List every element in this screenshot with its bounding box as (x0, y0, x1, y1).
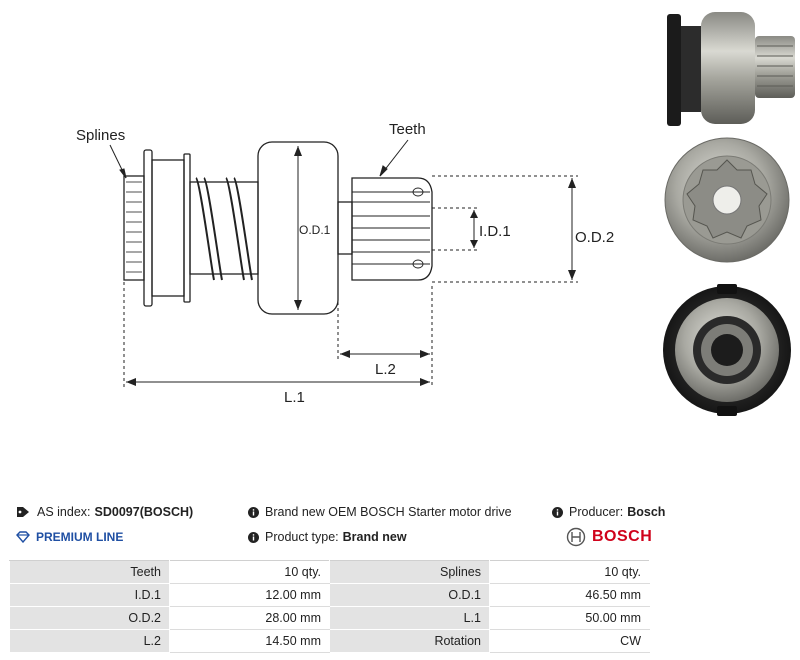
specs-table: Teeth 10 qty. Splines 10 qty. I.D.1 12.0… (9, 560, 650, 653)
spec-value: 50.00 mm (489, 606, 650, 630)
spec-value: 46.50 mm (489, 583, 650, 607)
neck (337, 201, 353, 255)
as-index-label: AS index: (37, 505, 91, 519)
pinion-teeth-lines (352, 187, 430, 269)
premium-line-label: PREMIUM LINE (36, 530, 124, 544)
spline-flange (143, 149, 153, 307)
premium-line-row: PREMIUM LINE (16, 530, 123, 544)
info-icon (248, 531, 259, 543)
tags-icon (16, 506, 31, 518)
od1-label: O.D.1 (299, 223, 331, 237)
product-type-row: Product type: Brand new (248, 530, 407, 544)
table-row: O.D.2 28.00 mm L.1 50.00 mm (9, 606, 650, 630)
teeth-label: Teeth (389, 121, 426, 138)
producer-label: Producer: (569, 505, 624, 519)
table-row: Teeth 10 qty. Splines 10 qty. (9, 560, 650, 584)
pinion (351, 177, 433, 281)
spline-hub (123, 175, 145, 281)
spec-key: Splines (329, 560, 490, 584)
as-index-row: AS index: SD0097(BOSCH) (16, 505, 193, 519)
producer-row: Producer: Bosch (552, 505, 665, 519)
technical-drawing: Splines Teeth O.D.1 I.D.1 O.D.2 L.2 L.1 (76, 121, 614, 406)
splines-label: Splines (76, 127, 125, 144)
bosch-armature-icon (566, 527, 586, 547)
spec-value: 14.50 mm (169, 629, 330, 653)
product-type-label: Product type: (265, 530, 339, 544)
info-icon (552, 506, 563, 518)
bosch-brand-text: BOSCH (592, 528, 653, 545)
spec-key: I.D.1 (9, 583, 170, 607)
spring-coils (195, 177, 253, 281)
spec-key: O.D.1 (329, 583, 490, 607)
spec-key: Teeth (9, 560, 170, 584)
second-flange (183, 153, 191, 303)
l1-label: L.1 (284, 389, 305, 406)
info-icon (248, 506, 259, 518)
bosch-logo: BOSCH (566, 527, 652, 547)
product-photos (663, 12, 795, 416)
as-index-value: SD0097(BOSCH) (94, 505, 194, 519)
description-row: Brand new OEM BOSCH Starter motor drive (248, 505, 512, 519)
producer-value: Bosch (627, 505, 666, 519)
spec-key: L.2 (9, 629, 170, 653)
spec-value: 28.00 mm (169, 606, 330, 630)
diamond-icon (16, 531, 30, 543)
spec-value: CW (489, 629, 650, 653)
table-row: I.D.1 12.00 mm O.D.1 46.50 mm (9, 583, 650, 607)
spec-key: Rotation (329, 629, 490, 653)
description-text: Brand new OEM BOSCH Starter motor drive (265, 505, 512, 519)
spline-hatching (126, 181, 142, 273)
photo-side-view (667, 12, 795, 126)
spec-value: 10 qty. (489, 560, 650, 584)
spec-key: O.D.2 (9, 606, 170, 630)
table-row: L.2 14.50 mm Rotation CW (9, 629, 650, 653)
spec-key: L.1 (329, 606, 490, 630)
photo-rear-view (663, 284, 791, 416)
spec-value: 10 qty. (169, 560, 330, 584)
inner-hub (151, 159, 185, 297)
l2-label: L.2 (375, 361, 396, 378)
spec-value: 12.00 mm (169, 583, 330, 607)
id1-label: I.D.1 (479, 223, 511, 240)
product-type-value: Brand new (342, 530, 407, 544)
photo-front-view (664, 137, 790, 263)
od2-label: O.D.2 (575, 229, 614, 246)
